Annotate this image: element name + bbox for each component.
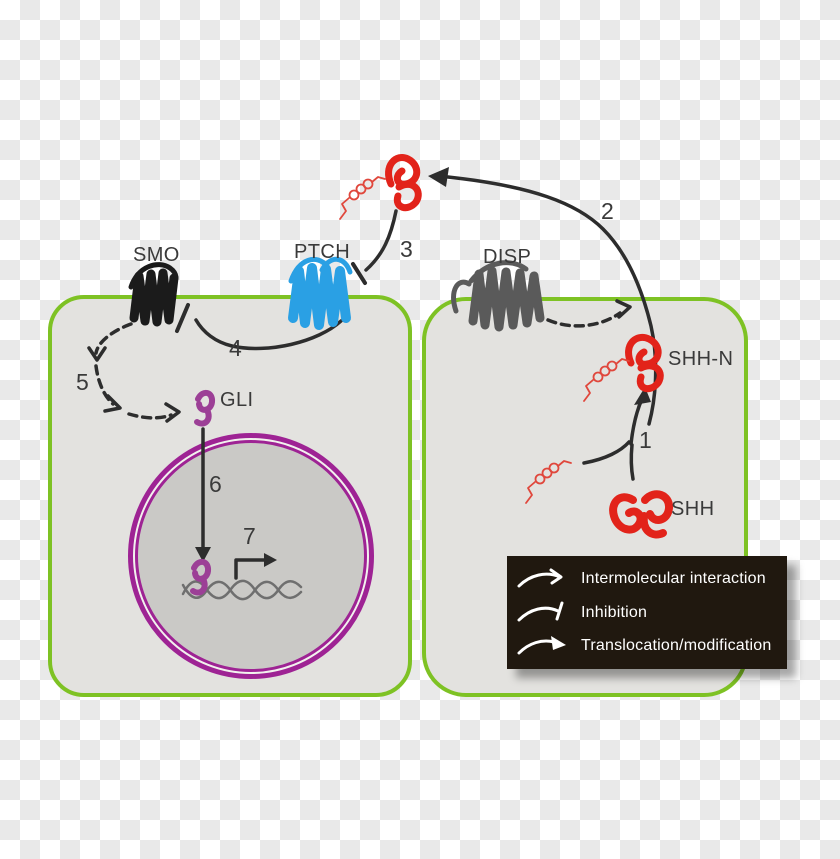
- step-2-label: 2: [601, 198, 614, 224]
- legend-item-inhibition: Inhibition: [507, 600, 787, 626]
- shh-protein-icon: [609, 490, 673, 539]
- translocation-arrow-2: [428, 167, 658, 426]
- smo-protein-icon: [128, 262, 179, 327]
- disp-interaction-arrow: [546, 299, 632, 328]
- inhibition-arrow-3: [351, 209, 398, 285]
- step-3-label: 3: [400, 236, 413, 262]
- shh-n-label: SHH-N: [668, 348, 734, 370]
- gli-nuclear-protein-icon: [190, 558, 212, 596]
- lipid-anchor-icon: [339, 176, 386, 220]
- step-5-label: 5: [76, 369, 89, 395]
- translocation-modification-arrow-icon: [517, 636, 566, 655]
- legend-label: Intermolecular interaction: [581, 569, 766, 587]
- legend: Intermolecular interaction Inhibition Tr…: [507, 556, 787, 669]
- dashed-signal-arrow-5: [87, 322, 181, 423]
- legend-label: Translocation/modification: [581, 637, 772, 655]
- ptch-label: PTCH: [294, 241, 351, 263]
- lipid-anchor-icon: [583, 358, 630, 402]
- cholesterol-icon: [525, 460, 572, 504]
- legend-label: Inhibition: [581, 603, 648, 621]
- shh-label: SHH: [671, 498, 715, 520]
- step-4-label: 4: [229, 335, 242, 361]
- translocation-arrow-6: [195, 427, 211, 562]
- step-1-label: 1: [639, 427, 652, 453]
- smo-label: SMO: [133, 244, 180, 266]
- transcription-arrow-7: [234, 553, 277, 580]
- intermolecular-interaction-arrow-icon: [517, 568, 563, 588]
- legend-item-intermolecular: Intermolecular interaction: [507, 566, 787, 592]
- nucleus: [128, 433, 374, 679]
- gli-label: GLI: [220, 389, 254, 411]
- shh-n-protein-icon: [625, 334, 664, 393]
- disp-label: DISP: [483, 246, 532, 268]
- inhibition-arrow-4: [175, 303, 343, 351]
- ptch-protein-icon: [288, 256, 353, 330]
- shh-n-extracellular-protein-icon: [385, 154, 422, 212]
- gli-protein-icon: [194, 389, 216, 427]
- step-7-label: 7: [243, 523, 256, 549]
- step-6-label: 6: [209, 471, 222, 497]
- disp-protein-icon: [451, 260, 545, 332]
- legend-item-translocation: Translocation/modification: [507, 633, 787, 659]
- inhibition-arrow-icon: [517, 601, 564, 621]
